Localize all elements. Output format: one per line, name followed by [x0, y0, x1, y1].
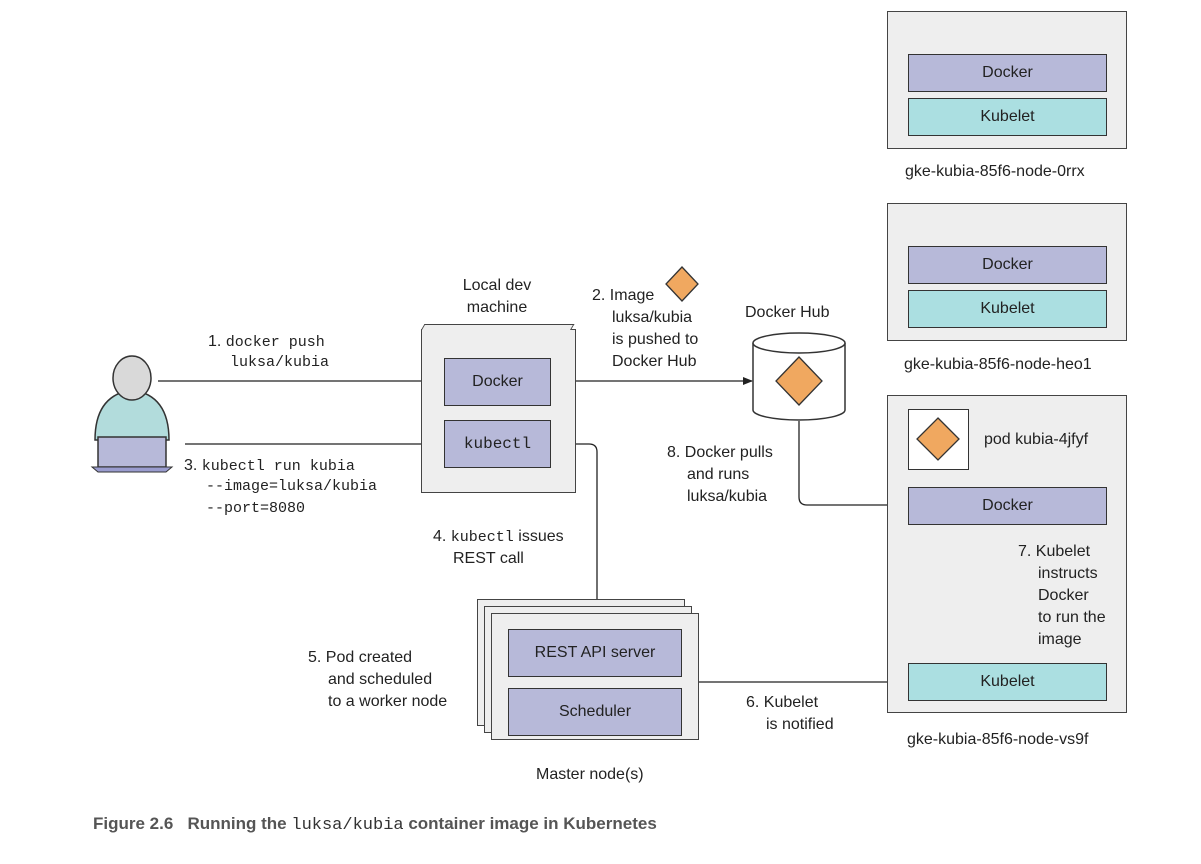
developer-icon [90, 355, 174, 473]
step-2-label: 2. Image luksa/kubia is pushed to Docker… [592, 287, 699, 370]
step-7-label: 7. Kubelet instructs Docker to run the i… [1018, 543, 1106, 648]
local-dev-title-2: machine [466, 299, 528, 316]
step-3-label: 3. kubectl run kubia --image=luksa/kubia… [184, 457, 378, 517]
node-vs9f-label: gke-kubia-85f6-node-vs9f [907, 731, 1089, 748]
local-dev-machine [421, 324, 576, 493]
node-0rrx-label: gke-kubia-85f6-node-0rrx [905, 163, 1085, 180]
master-label: Master node(s) [536, 766, 644, 783]
pod-label: pod kubia-4jfyf [984, 431, 1089, 448]
arrow-pull [798, 421, 907, 509]
node-0rrx-docker: Docker [908, 54, 1107, 92]
docker-hub-label: Docker Hub [745, 304, 830, 321]
node-heo1-docker: Docker [908, 246, 1107, 284]
step-5-label: 5. Pod created and scheduled to a worker… [308, 649, 448, 710]
arrow-rest-call [551, 443, 601, 626]
local-dev-title: Local dev [462, 277, 532, 294]
step-4-label: 4. kubectl issues REST call [433, 528, 564, 567]
node-vs9f-kubelet: Kubelet [908, 663, 1107, 701]
node-heo1-label: gke-kubia-85f6-node-heo1 [904, 356, 1092, 373]
step-8-label: 8. Docker pulls and runs luksa/kubia [667, 444, 773, 505]
step-6-label: 6. Kubelet is notified [746, 694, 834, 733]
scheduler: Scheduler [508, 688, 682, 736]
docker-hub-icon [752, 332, 846, 421]
pod-image-icon [916, 417, 960, 461]
step-1-label: 1. docker push luksa/kubia [208, 333, 330, 371]
pod-box [908, 409, 969, 470]
image-icon [665, 266, 699, 302]
local-kubectl: kubectl [444, 420, 551, 468]
figure-caption: Figure 2.6 Running the luksa/kubia conta… [93, 814, 657, 835]
node-vs9f-docker: Docker [908, 487, 1107, 525]
node-heo1-kubelet: Kubelet [908, 290, 1107, 328]
node-0rrx-kubelet: Kubelet [908, 98, 1107, 136]
rest-api-server: REST API server [508, 629, 682, 677]
local-docker: Docker [444, 358, 551, 406]
